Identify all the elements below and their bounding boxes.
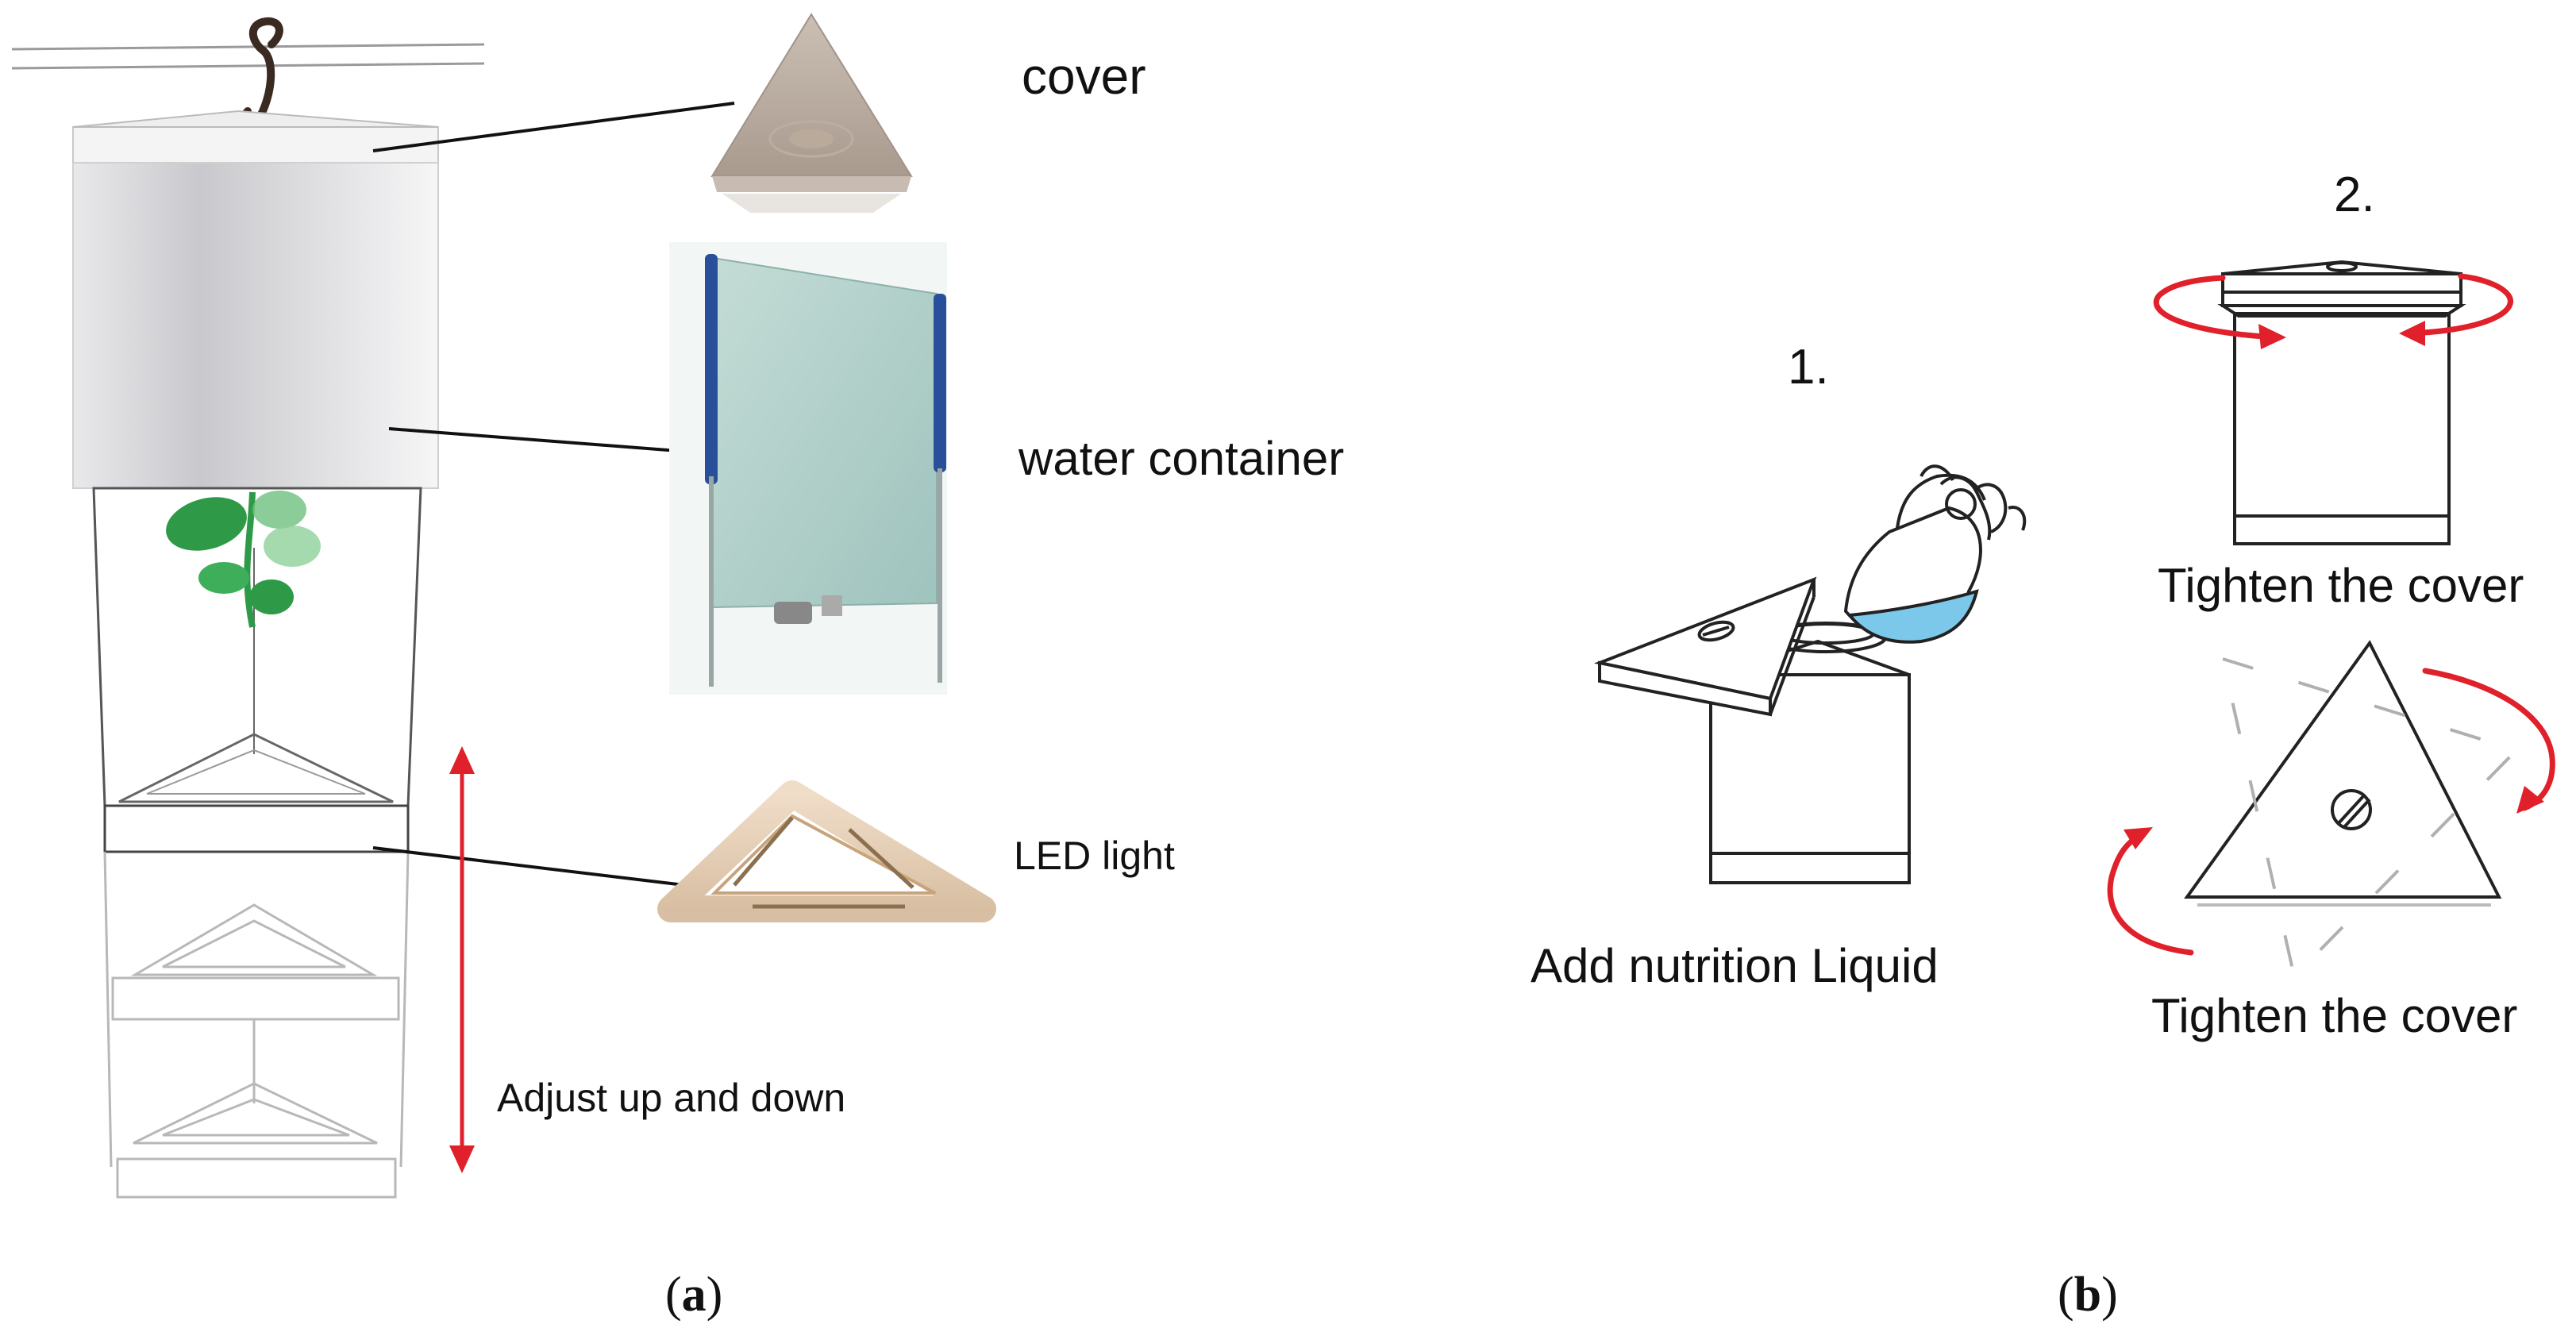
step1-illustration <box>1593 464 2027 884</box>
caption-b: (b) <box>2058 1268 2118 1322</box>
step2-label-top: Tighten the cover <box>2158 559 2524 612</box>
step2-side-illustration <box>2217 260 2466 545</box>
step2-number: 2. <box>2334 167 2375 222</box>
step1-number: 1. <box>1788 340 1829 395</box>
adjust-arrow-up-icon <box>449 746 475 774</box>
grow-chamber <box>92 487 422 807</box>
water-container-body <box>72 162 439 489</box>
panel-a-drawing <box>11 13 996 1199</box>
led-ring-frame <box>103 804 410 853</box>
rail-line-top <box>11 43 485 51</box>
led-light-label: LED light <box>1014 834 1175 878</box>
step2-top-illustration <box>2184 640 2502 907</box>
adjust-label: Adjust up and down <box>497 1076 846 1120</box>
adjust-arrow-down-icon <box>449 1145 475 1173</box>
water-container-label: water container <box>1018 432 1345 485</box>
step2-label-bottom: Tighten the cover <box>2151 989 2518 1042</box>
plant-icon <box>166 491 321 628</box>
cover-product-image <box>710 13 913 213</box>
led-leader-line <box>372 846 685 887</box>
rotate-arrow-right-icon <box>2402 273 2513 337</box>
rotation-arrows <box>2107 273 2555 956</box>
rotate-arrow-bottomleft-icon <box>2107 830 2194 956</box>
caption-a: (a) <box>665 1268 723 1322</box>
hook-icon <box>240 17 283 129</box>
step1-label: Add nutrition Liquid <box>1531 939 1939 992</box>
cover-leader-line <box>372 102 735 152</box>
rail-line-bottom <box>11 62 485 70</box>
cover-label: cover <box>1022 48 1146 105</box>
rotate-arrow-topright-icon <box>2422 668 2555 811</box>
adjustable-frames-ghost <box>103 851 410 1199</box>
rotate-arrow-left-icon <box>2153 275 2281 341</box>
panel-b-drawing <box>1593 260 2520 980</box>
water-container-image <box>669 242 947 695</box>
hanging-lid <box>72 126 439 164</box>
led-light-image <box>657 780 996 922</box>
